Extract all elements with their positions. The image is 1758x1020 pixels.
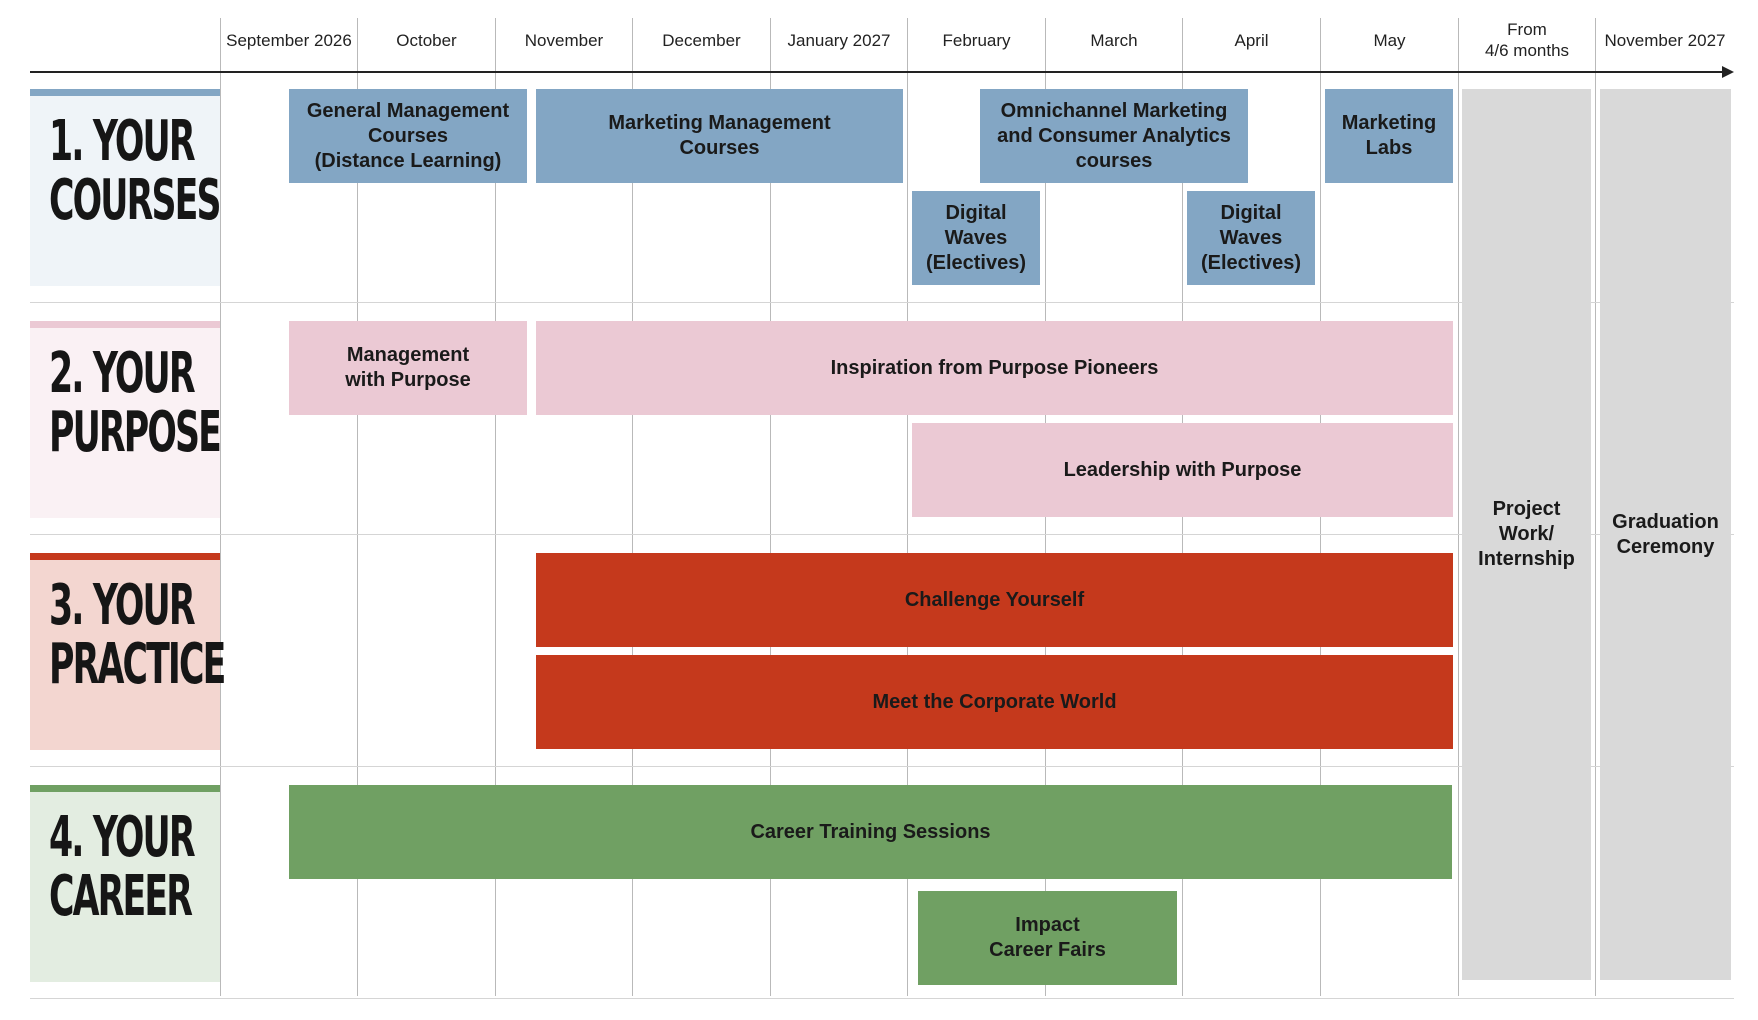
grid-line: [632, 18, 633, 996]
month-label: November 2027: [1604, 30, 1726, 50]
time-axis: [30, 71, 1724, 73]
practice-row-bar: [30, 553, 220, 560]
omnichannel-courses-box: Omnichannel Marketing and Consumer Analy…: [980, 89, 1248, 183]
purpose-row-title: 2. YOUR: [49, 341, 196, 406]
purpose-row-bar: [30, 321, 220, 328]
month-label: November: [524, 30, 604, 50]
courses-row-title: 1. YOUR: [49, 109, 196, 174]
grid-line: [495, 18, 496, 996]
career-row-bar: [30, 785, 220, 792]
marketing-management-courses-box: Marketing Management Courses: [536, 89, 903, 183]
courses-row-bar: [30, 89, 220, 96]
row-separator: [30, 998, 1734, 999]
impact-career-fairs-box: Impact Career Fairs: [918, 891, 1177, 985]
project-work-internship-box: Project Work/ Internship: [1462, 89, 1591, 980]
grid-line: [1595, 18, 1596, 996]
courses-row-title: COURSES: [49, 168, 221, 233]
inspiration-purpose-pioneers-box: Inspiration from Purpose Pioneers: [536, 321, 1453, 415]
grid-line: [770, 18, 771, 996]
management-with-purpose-box: Management with Purpose: [289, 321, 527, 415]
row-separator: [30, 534, 1734, 535]
career-row-title: 4. YOUR: [49, 805, 196, 870]
month-label: September 2026: [226, 30, 352, 50]
month-label: April: [1234, 30, 1269, 50]
month-label: From 4/6 months: [1484, 20, 1570, 60]
grid-line: [220, 18, 221, 996]
row-separator: [30, 302, 1734, 303]
general-management-courses-box: General Management Courses (Distance Lea…: [289, 89, 527, 183]
month-label: May: [1373, 30, 1406, 50]
month-label: March: [1090, 30, 1138, 50]
grid-line: [907, 18, 908, 996]
courses-row-panel: [30, 96, 220, 286]
row-separator: [30, 766, 1734, 767]
purpose-row-panel: [30, 328, 220, 518]
practice-row-title: 3. YOUR: [49, 573, 196, 638]
career-row-panel: [30, 792, 220, 982]
month-label: December: [662, 30, 741, 50]
grid-line: [357, 18, 358, 996]
challenge-yourself-box: Challenge Yourself: [536, 553, 1453, 647]
month-label: January 2027: [787, 30, 891, 50]
practice-row-panel: [30, 560, 220, 750]
digital-waves-feb-box: Digital Waves (Electives): [912, 191, 1040, 285]
career-row-title: CAREER: [49, 864, 193, 929]
graduation-ceremony-box: Graduation Ceremony: [1600, 89, 1731, 980]
month-label: October: [396, 30, 457, 50]
career-training-sessions-box: Career Training Sessions: [289, 785, 1452, 879]
purpose-row-title: PURPOSE: [49, 400, 222, 465]
meet-corporate-world-box: Meet the Corporate World: [536, 655, 1453, 749]
practice-row-title: PRACTICE: [49, 632, 226, 697]
leadership-with-purpose-box: Leadership with Purpose: [912, 423, 1453, 517]
arrow-right-icon: [1722, 66, 1734, 78]
grid-line: [1458, 18, 1459, 996]
marketing-labs-box: Marketing Labs: [1325, 89, 1453, 183]
month-label: February: [942, 30, 1011, 50]
digital-waves-apr-box: Digital Waves (Electives): [1187, 191, 1315, 285]
